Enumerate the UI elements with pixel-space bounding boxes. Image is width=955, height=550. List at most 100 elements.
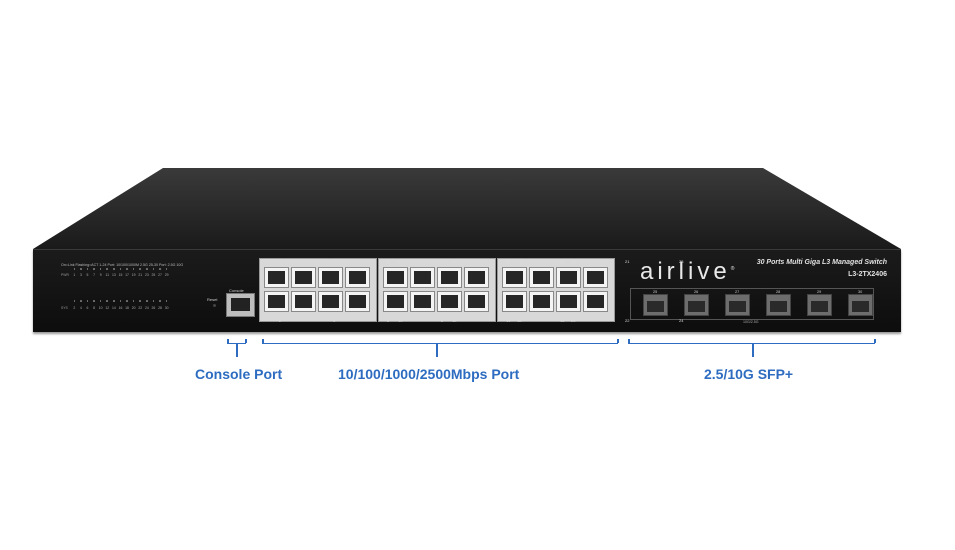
led-number: 29 (164, 273, 169, 277)
port-number: 3 (333, 259, 336, 264)
rj45-port (464, 267, 489, 288)
rj45-port (410, 291, 435, 312)
led-number: 6 (86, 306, 89, 310)
led-indicator (163, 268, 170, 270)
rj45-port (502, 267, 527, 288)
led-row-label: PWR (61, 273, 69, 277)
led-indicator (157, 268, 164, 270)
sfp-port (725, 294, 750, 316)
rj45-port (556, 267, 581, 288)
port-number: 22 (625, 318, 630, 323)
rj45-port (291, 267, 316, 288)
rj45-port (318, 291, 343, 312)
led-number: 10 (98, 306, 103, 310)
led-number: 11 (105, 273, 110, 277)
port-number: 8 (441, 318, 444, 323)
port-number: 16 (560, 318, 565, 323)
rj45-port (410, 267, 435, 288)
led-number: 14 (111, 306, 116, 310)
reset-button (213, 304, 216, 307)
led-number: 5 (86, 273, 89, 277)
sfp-port-number: 29 (817, 290, 822, 294)
rj45-port (529, 291, 554, 312)
model-id: L3-2TX2406 (848, 271, 887, 278)
led-indicator (84, 268, 91, 270)
sfp-port (684, 294, 709, 316)
led-number: 2 (73, 306, 76, 310)
led-number: 4 (79, 306, 82, 310)
led-indicator (111, 300, 118, 302)
led-indicator (71, 300, 78, 302)
led-number: 28 (158, 306, 162, 310)
rj45-port (383, 291, 408, 312)
sfp-port (807, 294, 832, 316)
led-panel: On=Link Flashing=ACT 1-24 Port: 10/100/1… (61, 263, 221, 325)
rj45-port (345, 291, 370, 312)
led-indicator (137, 268, 144, 270)
led-number: 23 (144, 273, 149, 277)
led-legend: On=Link Flashing=ACT 1-24 Port: 10/100/1… (61, 263, 184, 267)
rj45-block-3 (497, 258, 615, 322)
led-indicator (150, 268, 157, 270)
rj45-block-1 (259, 258, 377, 322)
led-indicator (78, 300, 85, 302)
led-indicator (124, 300, 131, 302)
led-number: 12 (105, 306, 110, 310)
led-indicator (144, 268, 151, 270)
led-indicator (144, 300, 151, 302)
led-row-spacer (61, 300, 71, 302)
sfp-speed-label: 10G/2.5G (743, 320, 759, 324)
led-number: 27 (158, 273, 162, 277)
port-number: 7 (441, 259, 444, 264)
port-number: 9 (398, 259, 401, 264)
led-indicator (163, 300, 170, 302)
led-indicator (124, 268, 131, 270)
led-row-label: SYS (61, 306, 68, 310)
sfp-area (630, 288, 874, 320)
led-number: 19 (131, 273, 136, 277)
led-indicator (78, 268, 85, 270)
port-number: 14 (506, 318, 511, 323)
sfp-port-number: 26 (694, 290, 699, 294)
port-number: 12 (452, 318, 457, 323)
rj45-port (437, 267, 462, 288)
sfp-port-number: 25 (653, 290, 658, 294)
reset-label: Reset (207, 297, 218, 302)
port-number: 17 (517, 259, 522, 264)
console-label: Console (229, 288, 244, 293)
port-number: 1 (279, 259, 282, 264)
led-indicator (104, 268, 111, 270)
led-number: 9 (99, 273, 102, 277)
rj45-block-2 (378, 258, 496, 322)
led-number: 15 (118, 273, 123, 277)
led-indicator (104, 300, 111, 302)
led-number: 21 (138, 273, 143, 277)
rj45-port (583, 291, 608, 312)
led-indicator (130, 268, 137, 270)
led-indicator (91, 268, 98, 270)
led-indicator (117, 268, 124, 270)
rj45-port (345, 267, 370, 288)
led-indicator (97, 268, 104, 270)
led-row-top (61, 268, 170, 270)
rj45-port (464, 291, 489, 312)
port-number: 20 (571, 318, 576, 323)
port-number: 15 (560, 259, 565, 264)
port-number: 4 (333, 318, 336, 323)
port-number: 19 (571, 259, 576, 264)
sfp-port-number: 28 (776, 290, 781, 294)
led-indicator (117, 300, 124, 302)
led-indicator (111, 268, 118, 270)
sfp-port-number: 30 (858, 290, 863, 294)
led-number: 13 (111, 273, 116, 277)
led-number: 20 (131, 306, 136, 310)
led-indicator (137, 300, 144, 302)
led-number: 25 (151, 273, 156, 277)
led-indicator (91, 300, 98, 302)
sfp-port-label: 2.5/10G SFP+ (704, 366, 794, 382)
led-indicator (150, 300, 157, 302)
rj45-port (556, 291, 581, 312)
